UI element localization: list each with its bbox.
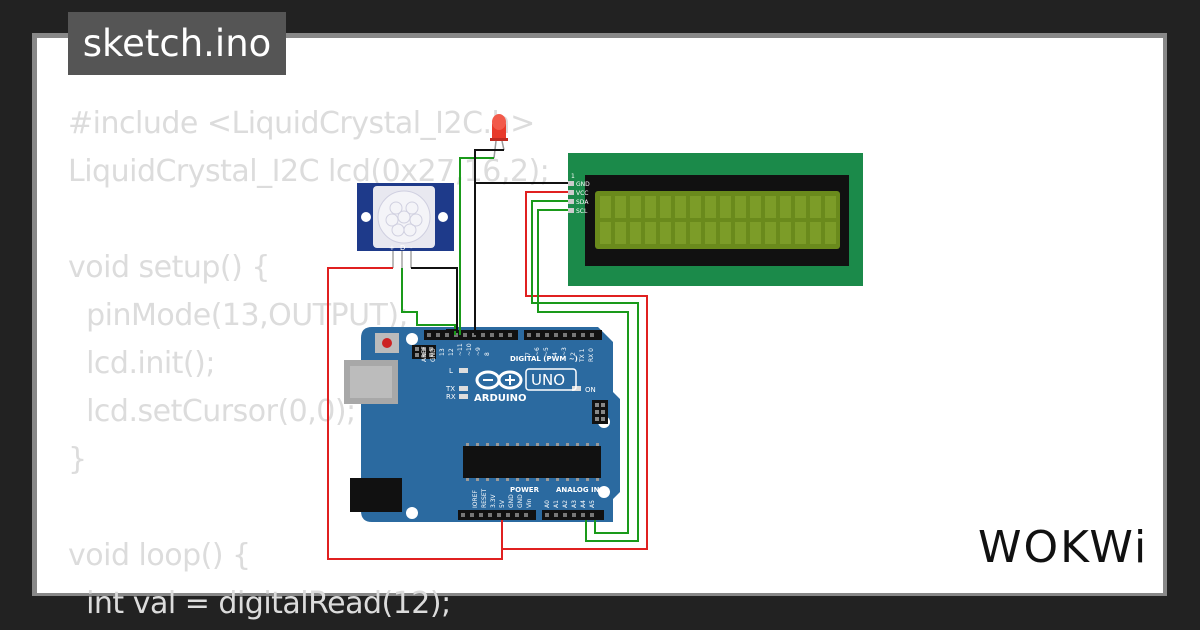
pin-label: 13 [439, 348, 446, 356]
led-rx [459, 394, 468, 399]
pin-label: ~10 [466, 343, 473, 356]
lcd-pin-label: SCL [576, 208, 588, 215]
code-line: LiquidCrystal_I2C lcd(0x27,16,2); [68, 154, 550, 189]
lcd-pin-label: SDA [576, 199, 589, 206]
digital-label: DIGITAL (PWM ~) [510, 355, 578, 363]
lcd-pin-label: VCC [576, 190, 588, 197]
code-line: pinMode(13,OUTPUT); [68, 298, 409, 333]
wire-pir-data[interactable] [401, 268, 456, 335]
pin-label: GND [517, 494, 524, 508]
pin-label: AREF [421, 346, 428, 362]
pin-label: A1 [553, 500, 560, 508]
code-line: lcd.setCursor(0,0); [68, 394, 356, 429]
pir-motion-sensor[interactable]: + D - [357, 183, 454, 268]
pir-pin-label: - [410, 244, 413, 252]
code-line: void loop() { [68, 538, 251, 573]
led-label: RX [446, 393, 456, 401]
wire-lcd-scl[interactable] [537, 209, 629, 534]
led-tx [459, 386, 468, 391]
arduino-uno-board[interactable]: AREF GND 13 12 ~11 ~10 ~9 8 7 ~6 ~5 4 ~3… [344, 327, 620, 522]
code-line: } [68, 442, 87, 477]
wire-led-pin13[interactable] [459, 157, 494, 335]
wire-lcd-vcc[interactable] [501, 191, 648, 550]
led-label: TX [445, 385, 455, 393]
pin-label: A4 [580, 500, 587, 508]
led-label: L [449, 367, 453, 375]
arduino-brand-text: ARDUINO [474, 393, 526, 404]
uno-model-text: UNO [531, 371, 565, 389]
pin-label: A3 [571, 500, 578, 508]
pin-label: 4 [552, 352, 559, 356]
pin-label: 3.3V [490, 493, 497, 508]
wires [327, 149, 648, 560]
pin-label: IOREF [472, 490, 479, 508]
pin-label: A0 [544, 500, 551, 508]
pin-label: ~11 [457, 343, 464, 356]
atmega-chip [463, 446, 601, 478]
pin-label: 12 [448, 348, 455, 356]
pin-label: ~3 [561, 347, 568, 356]
digital-header-left [424, 330, 518, 340]
uno-badge [525, 368, 577, 391]
file-tab[interactable]: sketch.ino [68, 12, 286, 75]
code-line: lcd.init(); [68, 346, 215, 381]
pin-label: ~9 [475, 347, 482, 356]
wire-led-gnd[interactable] [474, 149, 504, 335]
wokwi-logo: WOKWi [978, 522, 1149, 573]
pir-pin-label: D [400, 244, 405, 252]
analog-label: ANALOG IN [556, 486, 600, 494]
pin-label: 2 [570, 352, 577, 356]
wire-pir-gnd[interactable] [411, 267, 458, 331]
led-l [459, 368, 468, 373]
power-jack [350, 478, 402, 512]
pin-label: ~6 [534, 347, 541, 356]
pin-label: RX 0 [588, 348, 595, 362]
pin-label: GND [430, 348, 437, 362]
pin-label: A2 [562, 500, 569, 508]
wire-lcd-sda[interactable] [531, 200, 639, 542]
red-led[interactable] [490, 114, 508, 159]
pir-pin-label: + [389, 244, 395, 252]
lcd-display[interactable]: 1 GND VCC SDA SCL [568, 153, 863, 286]
arduino-infinity-icon [475, 370, 523, 390]
code-line: #include <LiquidCrystal_I2C.h> [68, 106, 535, 141]
code-line: void setup() { [68, 250, 270, 285]
lcd-pin-label: GND [576, 181, 590, 188]
pin-label: ~5 [543, 347, 550, 356]
code-line: int val = digitalRead(12); [68, 586, 451, 621]
led-label: ON [585, 386, 596, 394]
pin-label: RESET [481, 488, 488, 508]
pin-label: GND [508, 494, 515, 508]
pin-label: A5 [589, 500, 596, 508]
pin-label: TX 1 [579, 348, 586, 363]
svg-text:1: 1 [571, 173, 575, 180]
wire-lcd-gnd[interactable] [474, 182, 568, 200]
pin-label: Vin [526, 498, 533, 508]
power-label: POWER [510, 486, 540, 494]
pin-label: 5V [499, 499, 506, 508]
pin-label: 7 [525, 352, 532, 356]
pin-label: 8 [484, 352, 491, 356]
